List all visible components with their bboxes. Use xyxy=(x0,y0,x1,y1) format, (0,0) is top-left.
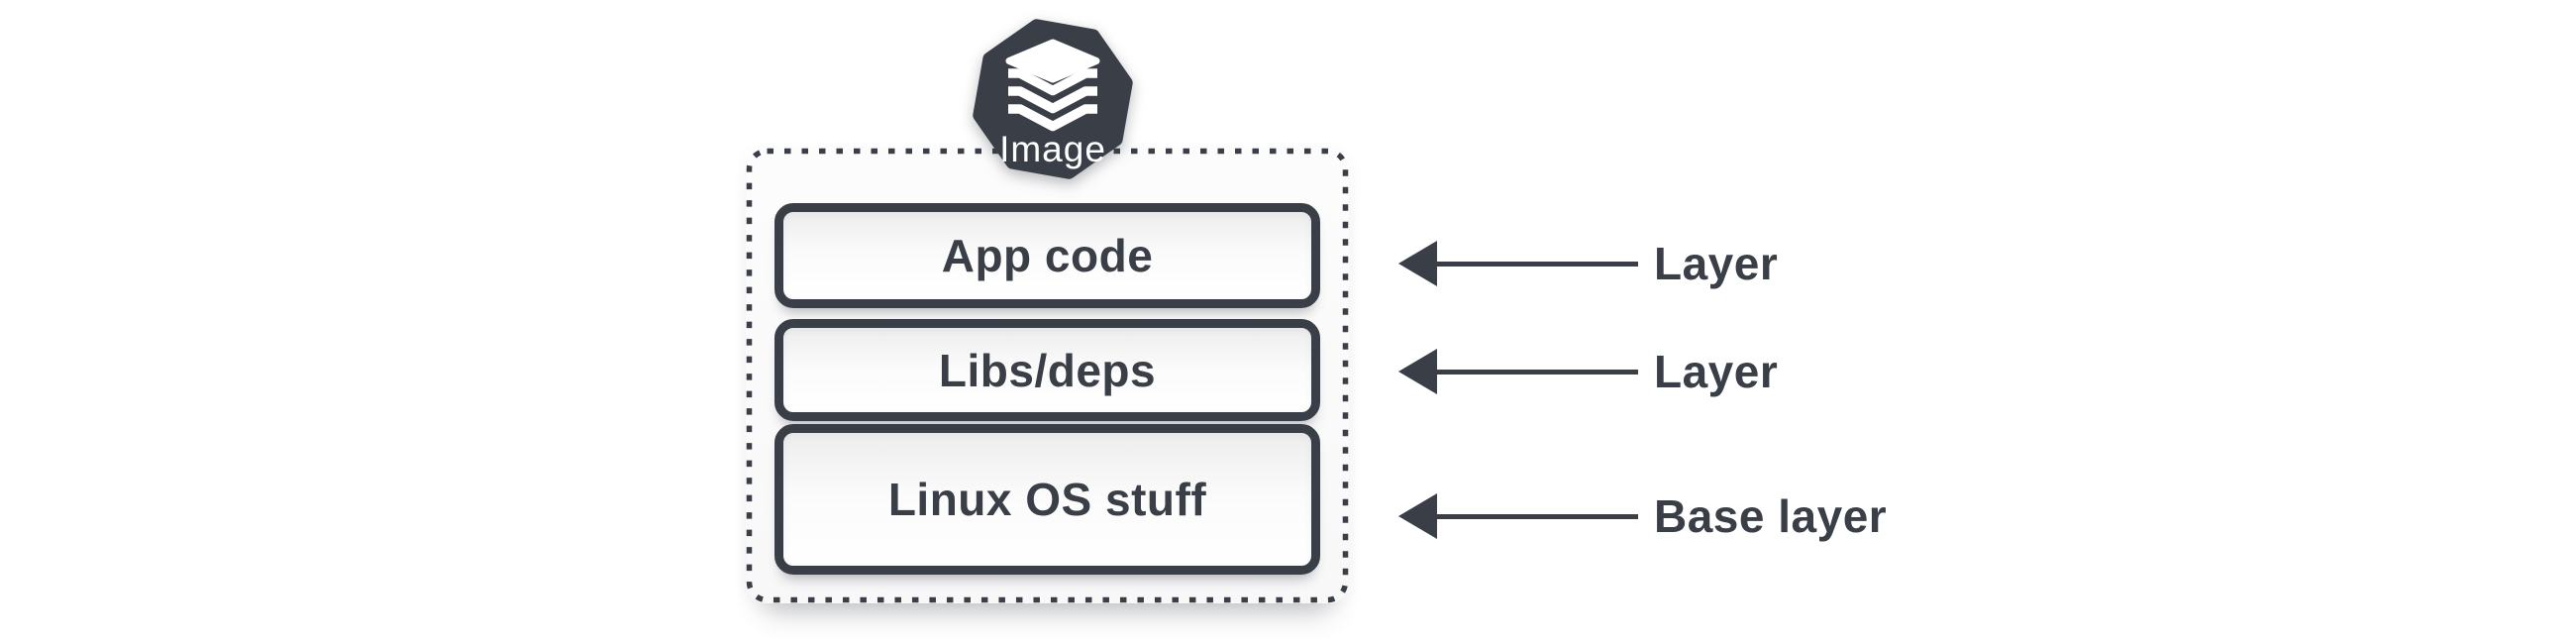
annotation-layer-2: Layer xyxy=(1398,339,1778,404)
annotation-label: Base layer xyxy=(1654,490,1888,542)
arrow-left-icon xyxy=(1398,349,1437,394)
arrow-line xyxy=(1436,369,1638,375)
layers-stack-icon xyxy=(973,19,1133,179)
annotation-layer-1: Layer xyxy=(1398,231,1778,296)
image-badge-label: Image xyxy=(999,129,1106,169)
layer-box-label: App code xyxy=(941,230,1154,281)
annotation-base-layer: Base layer xyxy=(1398,483,1887,549)
arrow-line xyxy=(1436,261,1638,267)
arrow-line xyxy=(1436,513,1638,519)
annotation-label: Layer xyxy=(1654,238,1779,289)
layer-box-label: Libs/deps xyxy=(938,344,1157,396)
layer-box-app-code: App code xyxy=(774,203,1320,308)
annotation-label: Layer xyxy=(1654,346,1779,397)
layer-box-label: Linux OS stuff xyxy=(887,474,1207,525)
arrow-left-icon xyxy=(1398,493,1437,539)
arrow-left-icon xyxy=(1398,241,1437,286)
layer-box-libs-deps: Libs/deps xyxy=(774,319,1320,421)
image-badge: Image xyxy=(969,12,1137,188)
layer-box-linux-os: Linux OS stuff xyxy=(774,424,1320,575)
